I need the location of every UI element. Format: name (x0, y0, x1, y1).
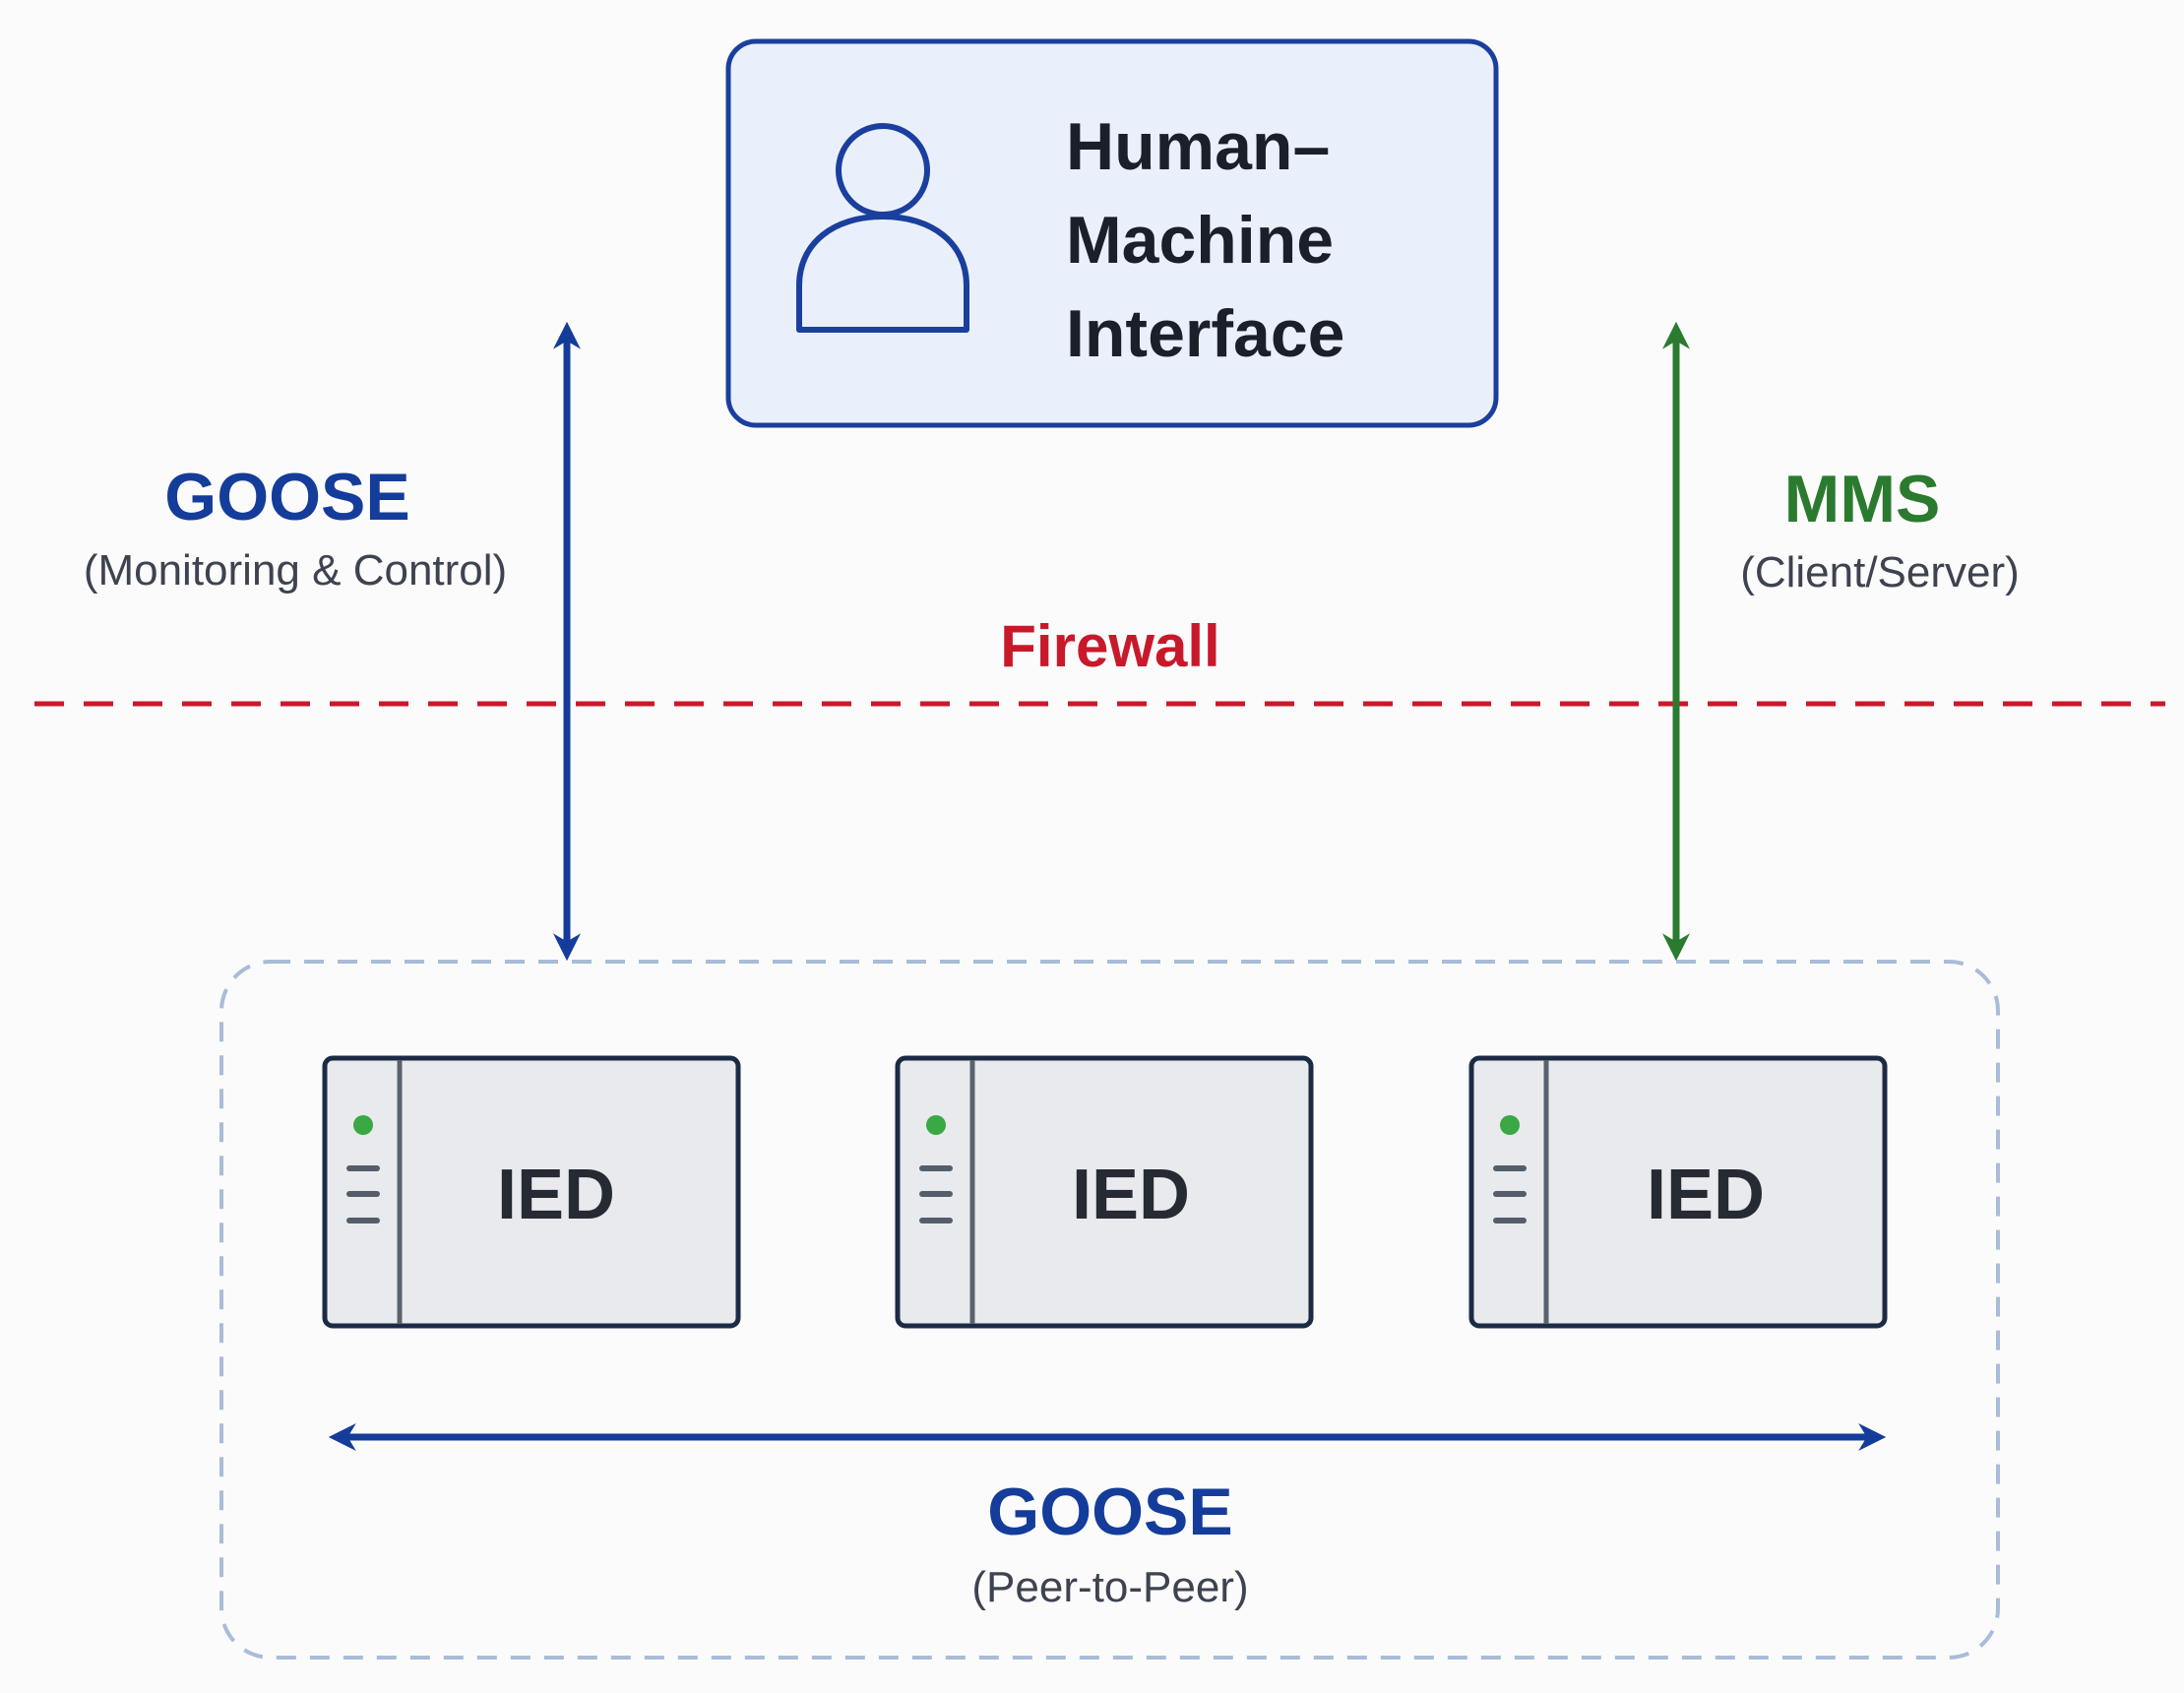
status-led-icon (926, 1115, 946, 1135)
hmi-title-line-1: Human– (1066, 109, 1330, 184)
hmi-box: Human– Machine Interface (725, 38, 1499, 428)
right-protocol-description: (Client/Server) (1740, 548, 2020, 596)
hmi-title-line-3: Interface (1066, 296, 1344, 371)
ied-label-3: IED (1647, 1156, 1765, 1234)
ied-device-1: IED (322, 1055, 741, 1329)
status-led-icon (353, 1115, 373, 1135)
left-protocol-title: GOOSE (164, 460, 409, 534)
status-led-icon (1500, 1115, 1520, 1135)
user-icon (796, 123, 969, 333)
left-protocol-description: (Monitoring & Control) (84, 546, 507, 595)
ied-label-2: IED (1072, 1156, 1190, 1234)
peer-protocol-title: GOOSE (987, 1474, 1232, 1549)
ied-label-1: IED (497, 1156, 615, 1234)
peer-protocol-description: (Peer-to-Peer) (971, 1563, 1248, 1611)
ied-device-2: IED (895, 1055, 1314, 1329)
hmi-title-line-2: Machine (1066, 203, 1334, 278)
ied-device-3: IED (1468, 1055, 1888, 1329)
right-protocol-title: MMS (1784, 462, 1941, 536)
ied-group-container (219, 960, 2000, 1660)
firewall-label: Firewall (1000, 613, 1219, 679)
